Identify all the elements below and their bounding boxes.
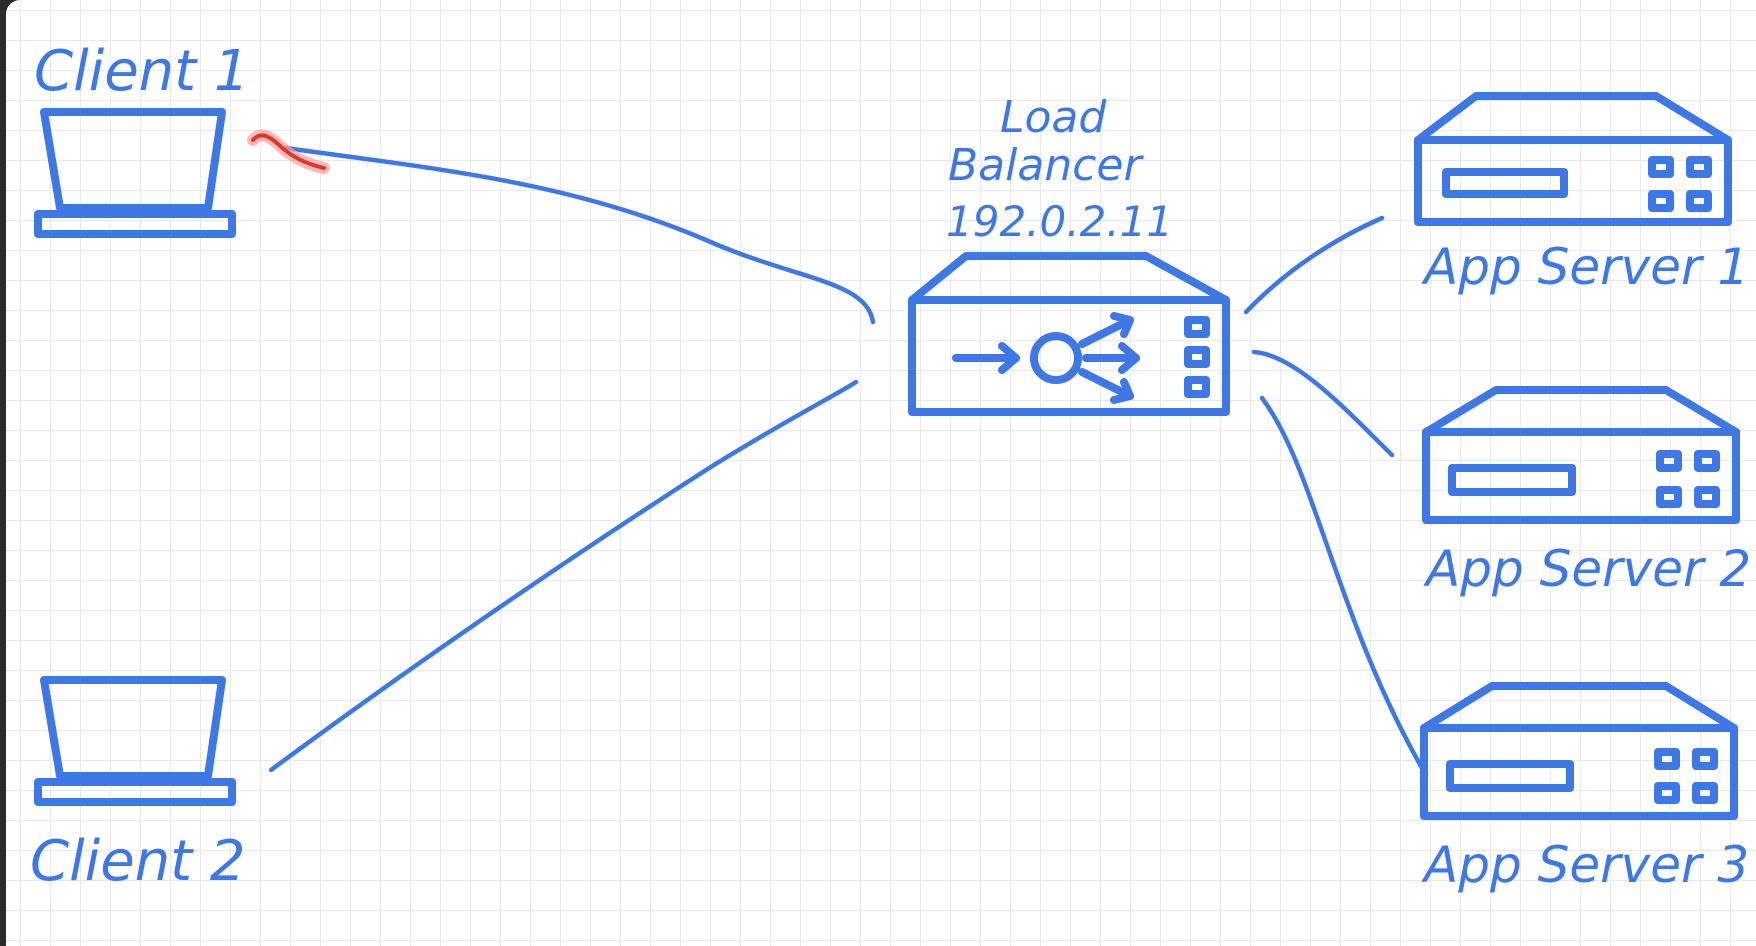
app-server-2[interactable]: App Server 2 — [1422, 386, 1751, 598]
client-2-label: Client 2 — [30, 829, 246, 894]
load-balancer-label-line1: Load — [1000, 92, 1107, 143]
laser-pointer-icon — [247, 129, 330, 174]
app-server-1-label: App Server 1 — [1421, 238, 1749, 296]
link-lb-to-server3 — [1259, 395, 1429, 778]
laptop-icon — [34, 676, 236, 806]
app-server-1[interactable]: App Server 1 — [1414, 92, 1749, 296]
connections — [268, 145, 1429, 778]
link-client1-to-lb — [283, 145, 876, 325]
network-diagram: Client 1 Client 2 Load Balancer 192.0.2.… — [30, 39, 1751, 894]
server-rack-icon — [1414, 92, 1732, 226]
load-balancer-ip: 192.0.2.11 — [946, 197, 1173, 246]
link-client2-to-lb — [268, 379, 859, 773]
load-balancer-label-line2: Balancer — [948, 140, 1144, 191]
app-server-2-label: App Server 2 — [1423, 540, 1751, 598]
client-1-label: Client 1 — [34, 39, 250, 104]
server-rack-icon — [1420, 682, 1738, 820]
whiteboard-canvas[interactable]: Client 1 Client 2 Load Balancer 192.0.2.… — [6, 0, 1756, 946]
laptop-icon — [34, 108, 236, 238]
link-lb-to-server2 — [1251, 349, 1395, 458]
app-server-3[interactable]: App Server 3 — [1420, 682, 1749, 894]
server-rack-icon — [1422, 386, 1740, 524]
link-lb-to-server1 — [1243, 215, 1385, 315]
client-1[interactable]: Client 1 — [34, 39, 250, 238]
load-balancer-icon — [908, 252, 1230, 416]
app-server-3-label: App Server 3 — [1421, 836, 1749, 894]
client-2[interactable]: Client 2 — [30, 676, 246, 894]
load-balancer[interactable]: Load Balancer 192.0.2.11 — [908, 92, 1230, 416]
